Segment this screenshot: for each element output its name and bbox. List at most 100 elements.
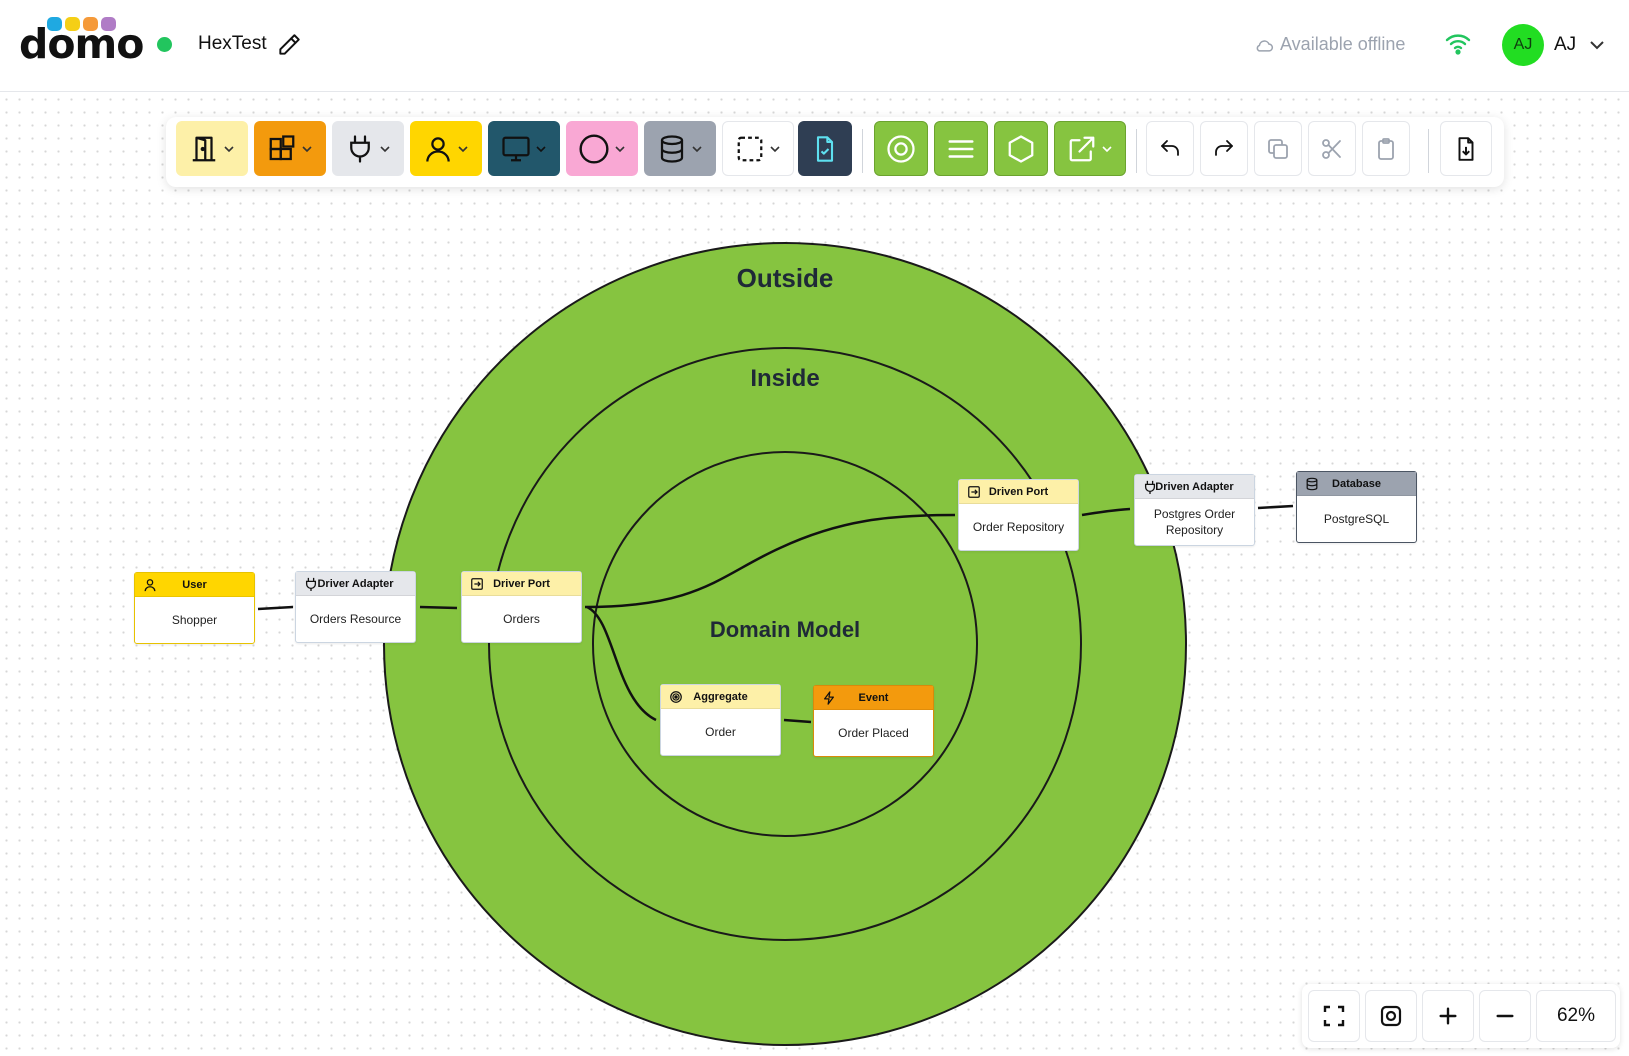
lines-icon [948, 139, 974, 158]
project-name: HexTest [198, 33, 267, 54]
user-icon [426, 136, 450, 162]
node-user[interactable]: User Shopper [134, 572, 255, 644]
plug-icon [1144, 480, 1156, 494]
logo-dot-orange [83, 17, 98, 31]
tool-circle[interactable] [566, 121, 638, 176]
status-indicator [157, 37, 172, 52]
node-driven-port[interactable]: Driven Port Order Repository [958, 479, 1079, 551]
domo-logo[interactable]: domo [19, 14, 144, 68]
inside-ring-label: Inside [750, 365, 820, 392]
blocks-icon [269, 134, 295, 160]
node-driver-port[interactable]: Driver Port Orders [461, 571, 582, 643]
tool-monitor[interactable] [488, 121, 560, 176]
domain-ring-label: Domain Model [709, 617, 861, 642]
tool-database[interactable] [644, 121, 716, 176]
edge-driver-port-driven-port[interactable] [584, 513, 956, 609]
tool-hexagon[interactable] [994, 121, 1048, 176]
focus-icon [1380, 1005, 1402, 1027]
fit-view-button[interactable] [1308, 990, 1360, 1042]
zoom-level[interactable]: 62% [1536, 990, 1616, 1042]
pencil-icon [279, 34, 300, 55]
logo-text: domo [19, 20, 144, 68]
cloud-icon [1256, 39, 1273, 52]
avatar[interactable]: AJ [1502, 24, 1544, 66]
paste-button[interactable] [1362, 121, 1410, 176]
tool-blocks[interactable] [254, 121, 326, 176]
outside-ring-label: Outside [736, 263, 834, 293]
tool-plug[interactable] [332, 121, 404, 176]
copy-button[interactable] [1254, 121, 1302, 176]
offline-label: Available offline [1280, 34, 1406, 54]
chevron-down-icon [536, 145, 546, 152]
node-type: User [182, 578, 207, 591]
target-icon [887, 134, 915, 163]
logo-dot-blue [47, 17, 62, 31]
zoom-out-button[interactable] [1479, 990, 1531, 1042]
node-label: Orders Resource [309, 612, 402, 626]
user-menu-button[interactable] [1588, 36, 1606, 54]
node-type: Event [858, 691, 889, 704]
logo-dot-purple [101, 17, 116, 31]
connection-button[interactable] [1444, 32, 1472, 56]
edge-user-driver-adapter[interactable] [257, 605, 294, 611]
circle-icon [579, 133, 609, 164]
chevron-down-icon [458, 145, 468, 152]
chevron-down-icon [770, 145, 780, 152]
node-database[interactable]: Database PostgreSQL [1296, 471, 1417, 543]
edge-driven-adapter-database[interactable] [1257, 504, 1294, 510]
tool-file-check[interactable] [798, 121, 852, 176]
redo-icon [1215, 139, 1233, 156]
node-driver-adapter[interactable]: Driver Adapter Orders Resource [295, 571, 416, 643]
node-label: Order Placed [838, 726, 909, 740]
node-label: Order Repository [972, 520, 1065, 534]
zoom-in-button[interactable] [1422, 990, 1474, 1042]
file-download-icon [1458, 136, 1474, 161]
tool-lines[interactable] [934, 121, 988, 176]
tool-user[interactable] [410, 121, 482, 176]
app-header: domo HexTest Available offline AJ AJ [0, 0, 1629, 92]
user-name[interactable]: AJ [1554, 34, 1577, 55]
chevron-down-icon [380, 145, 390, 152]
node-label: Shopper [171, 613, 218, 627]
node-event[interactable]: Event Order Placed [813, 685, 934, 757]
node-aggregate[interactable]: Aggregate Order [660, 684, 781, 756]
center-view-button[interactable] [1365, 990, 1417, 1042]
edge-driver-port-aggregate[interactable] [586, 605, 657, 722]
clipboard-icon [1378, 137, 1394, 160]
chevron-down-icon [1590, 41, 1604, 50]
user-icon [144, 579, 156, 592]
redo-button[interactable] [1200, 121, 1248, 176]
undo-icon [1161, 139, 1179, 156]
node-label: Postgres Order Repository [1153, 507, 1236, 537]
database-icon [660, 134, 684, 163]
domain-ring[interactable] [592, 451, 978, 837]
export-button[interactable] [1440, 121, 1492, 176]
edge-aggregate-event[interactable] [783, 718, 812, 724]
tool-door[interactable] [176, 121, 248, 176]
node-label: Order [705, 725, 736, 739]
tool-external-link[interactable] [1054, 121, 1126, 176]
minus-icon [1496, 1014, 1514, 1018]
node-type: Database [1332, 477, 1381, 490]
toolbar-divider [1428, 129, 1429, 173]
plug-icon [305, 577, 317, 591]
tool-target[interactable] [874, 121, 928, 176]
node-type: Aggregate [693, 690, 748, 703]
node-type: Driver Port [493, 577, 550, 590]
logo-dot-yellow [65, 17, 80, 31]
node-label: PostgreSQL [1323, 512, 1390, 526]
edit-project-button[interactable] [276, 32, 302, 58]
tool-selection[interactable] [722, 121, 794, 176]
cut-button[interactable] [1308, 121, 1356, 176]
monitor-icon [502, 136, 530, 161]
toolbar-divider [862, 129, 863, 173]
node-driven-adapter[interactable]: Driven Adapter Postgres Order Repository [1134, 474, 1255, 546]
edge-driver-adapter-driver-port[interactable] [419, 605, 458, 610]
chevron-down-icon [224, 145, 234, 152]
cut-icon [1322, 138, 1341, 159]
logo-dots [47, 17, 116, 31]
edge-driven-port-driven-adapter[interactable] [1081, 507, 1131, 517]
undo-button[interactable] [1146, 121, 1194, 176]
chevron-down-icon [615, 145, 625, 152]
chevron-down-icon [692, 145, 702, 152]
